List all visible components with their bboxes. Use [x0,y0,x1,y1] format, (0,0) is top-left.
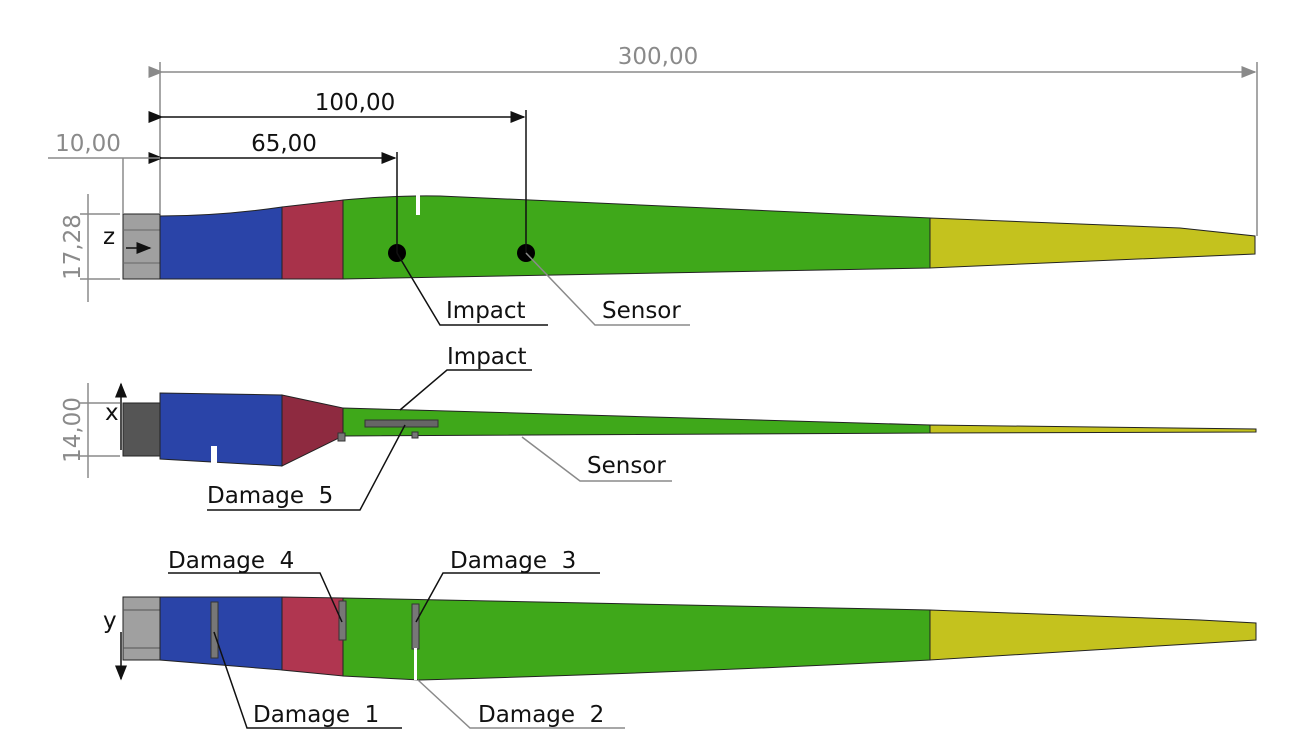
dim-root-height-x: 14,00 [60,397,86,463]
blade-section-yellow [929,217,1256,269]
blade-section-green [342,597,931,681]
root-section [122,402,161,457]
view-bottom: y Damage 4 Damage 3 Damage 1 Damage 2 [103,548,1257,729]
axis-y-label: y [103,608,117,634]
blade-section-red [281,394,344,467]
damage-5-marker [364,419,439,428]
label-sensor-side: Sensor [587,453,666,479]
dim-impact-position: 65,00 [251,131,317,157]
blade-section-yellow [929,609,1257,661]
label-damage-5: Damage 5 [207,483,333,509]
root-section [122,213,161,280]
blade-section-red [281,596,344,677]
view-side: 14,00 x Impact Sensor Damage 5 [60,344,1257,511]
axis-x-label: x [105,400,119,426]
slot [211,446,217,467]
axis-z-label: z [103,224,115,250]
damage-1-marker [210,601,219,659]
damage-4-marker [338,600,347,641]
blade-section-blue [159,596,283,671]
dim-root-height-z: 17,28 [60,214,86,280]
blade-section-yellow [929,424,1257,434]
root-section [122,596,161,661]
dim-sensor-position: 100,00 [315,90,395,116]
label-damage-1: Damage 1 [253,702,379,728]
blade-section-blue [159,392,283,467]
blade-section-blue [159,206,283,280]
label-damage-3: Damage 3 [450,548,576,574]
blade-section-green [342,195,931,280]
label-impact-top: Impact [446,298,526,324]
label-sensor-top: Sensor [602,298,681,324]
dim-root-length: 10,00 [55,131,121,157]
blade-section-red [281,199,344,280]
label-damage-2: Damage 2 [478,702,604,728]
label-impact-side: Impact [447,344,527,370]
slot [416,195,420,215]
view-top: 300,00 100,00 65,00 10,00 17,28 z Impact… [48,44,1258,326]
damage-2-slot [414,648,417,680]
label-damage-4: Damage 4 [168,548,294,574]
damage-marker-small [337,432,346,442]
damage-3-marker [411,603,420,650]
dim-total-length: 300,00 [618,44,698,70]
damage-marker-small [411,431,419,439]
